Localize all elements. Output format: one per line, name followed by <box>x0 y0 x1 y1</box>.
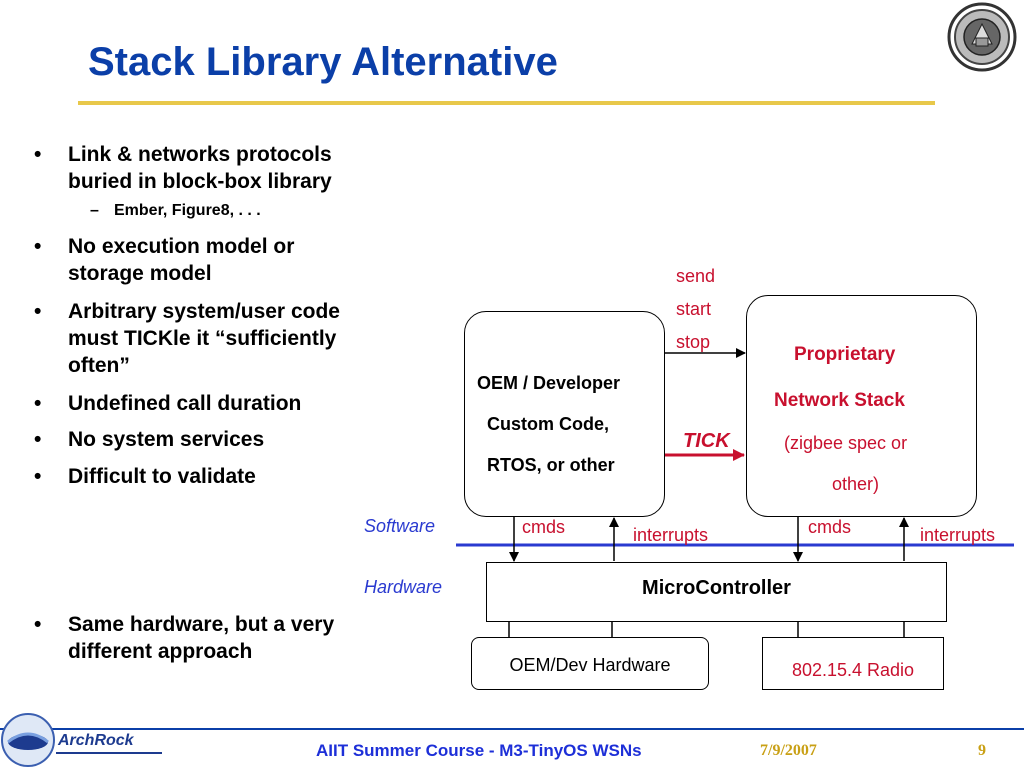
stack-box-line: (zigbee spec or <box>784 433 908 453</box>
cmds-label-left: cmds <box>522 517 566 537</box>
bullet-line: Same hardware, but a very <box>68 613 335 636</box>
software-label: Software <box>364 516 436 536</box>
bullet-line: Arbitrary system/user code <box>68 300 340 323</box>
sub-bullet-text: Ember, Figure8, . . . <box>114 202 261 219</box>
bullet-line: storage model <box>68 262 212 285</box>
network-stack-box <box>746 295 977 517</box>
start-label: start <box>676 299 712 319</box>
stack-box-line: Network Stack <box>774 390 905 411</box>
footer-date: 7/9/2007 <box>760 742 817 759</box>
stop-label: stop <box>676 332 711 352</box>
send-label: send <box>676 266 716 286</box>
stack-box-line: Proprietary <box>794 344 896 365</box>
interrupts-label-right: interrupts <box>920 525 996 545</box>
cmds-label-right: cmds <box>808 517 852 537</box>
stack-box-line: other) <box>832 474 880 494</box>
bullet-line: Undefined call duration <box>68 392 302 415</box>
bullet-glyph: • <box>34 613 42 636</box>
bullet-line: often” <box>68 354 130 377</box>
oem-code-box <box>464 311 665 517</box>
bullet-glyph: • <box>34 143 42 166</box>
oem-box-line: Custom Code, <box>487 414 610 434</box>
logo-underline <box>56 752 162 754</box>
bullet-line: No execution model or <box>68 235 295 258</box>
archrock-logo-text: ArchRock <box>58 732 134 749</box>
footer-divider <box>0 728 1024 730</box>
bullet-line: different approach <box>68 640 253 663</box>
archrock-logo-icon <box>1 713 55 767</box>
bullet-glyph: • <box>34 392 42 415</box>
tick-label: TICK <box>683 430 730 452</box>
university-seal-icon <box>947 2 1017 72</box>
oem-hardware-label: OEM/Dev Hardware <box>509 655 671 675</box>
oem-box-line: RTOS, or other <box>487 455 615 475</box>
bullet-glyph: • <box>34 428 42 451</box>
hardware-label: Hardware <box>364 577 443 597</box>
radio-box <box>762 637 944 690</box>
bullet-line: buried in block-box library <box>68 170 332 193</box>
slide-title: Stack Library Alternative <box>88 40 558 84</box>
title-underline <box>78 101 935 105</box>
footer-page-number: 9 <box>978 742 986 759</box>
radio-label: 802.15.4 Radio <box>791 660 915 680</box>
oem-box-line: OEM / Developer <box>477 373 621 393</box>
sub-bullet-glyph: – <box>90 202 99 219</box>
bullet-line: must TICKle it “sufficiently <box>68 327 337 350</box>
bullet-line: Difficult to validate <box>68 465 256 488</box>
bullet-glyph: • <box>34 465 42 488</box>
bullet-glyph: • <box>34 300 42 323</box>
bullet-glyph: • <box>34 235 42 258</box>
microcontroller-box <box>486 562 947 622</box>
oem-hardware-box <box>471 637 709 690</box>
footer-course: AIIT Summer Course - M3-TinyOS WSNs <box>316 741 642 760</box>
microcontroller-label: MicroController <box>642 577 791 599</box>
bullet-line: Link & networks protocols <box>68 143 332 166</box>
interrupts-label-left: interrupts <box>633 525 709 545</box>
bullet-line: No system services <box>68 428 265 451</box>
